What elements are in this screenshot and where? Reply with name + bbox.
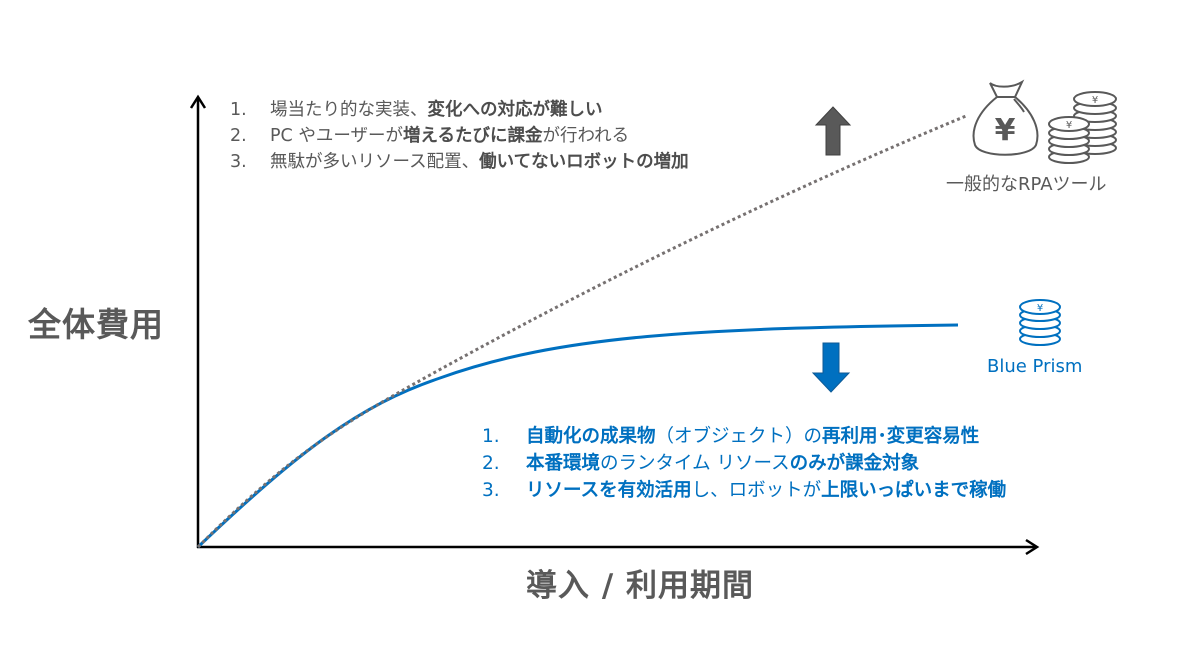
x-axis xyxy=(197,538,1040,556)
svg-text:¥: ¥ xyxy=(1092,95,1098,106)
general-rpa-points: 1.場当たり的な実装、変化への対応が難しい 2.PC やユーザーが増えるたびに課… xyxy=(230,97,689,175)
general-rpa-point-1: 1.場当たり的な実装、変化への対応が難しい xyxy=(230,100,603,120)
coin-stack-gray-icon: ¥ ¥ xyxy=(1048,91,1117,164)
general-rpa-cost-curve xyxy=(196,114,967,549)
coin-stack-blue-icon: ¥ xyxy=(1019,299,1061,346)
svg-text:¥: ¥ xyxy=(1066,120,1072,131)
money-bag-yen-icon: ¥ xyxy=(972,79,1039,156)
blue-prism-point-2: 2.本番環境のランタイム リソースのみが課金対象 xyxy=(482,453,920,474)
svg-text:¥: ¥ xyxy=(995,113,1016,148)
blue-prism-cost-curve xyxy=(196,323,959,549)
cost-increase-arrow-icon xyxy=(814,106,852,156)
y-axis-label: 全体費用 xyxy=(28,305,164,344)
blue-prism-point-3: 3.リソースを有効活用し、ロボットが上限いっぱいまで稼働 xyxy=(482,480,1007,501)
blue-prism-legend-label: Blue Prism xyxy=(987,356,1083,377)
blue-prism-points: 1.自動化の成果物（オブジェクト）の再利用･変更容易性 2.本番環境のランタイム… xyxy=(482,423,1006,504)
cost-decrease-arrow-icon xyxy=(811,342,851,393)
x-axis-label: 導入 / 利用期間 xyxy=(526,568,754,604)
svg-text:¥: ¥ xyxy=(1037,303,1043,314)
y-axis xyxy=(189,94,207,548)
general-rpa-legend-label: 一般的なRPAツール xyxy=(946,174,1107,195)
blue-prism-point-1: 1.自動化の成果物（オブジェクト）の再利用･変更容易性 xyxy=(482,426,980,447)
general-rpa-point-3: 3.無駄が多いリソース配置、働いてないロボットの増加 xyxy=(230,152,689,172)
general-rpa-point-2: 2.PC やユーザーが増えるたびに課金が行われる xyxy=(230,126,630,146)
